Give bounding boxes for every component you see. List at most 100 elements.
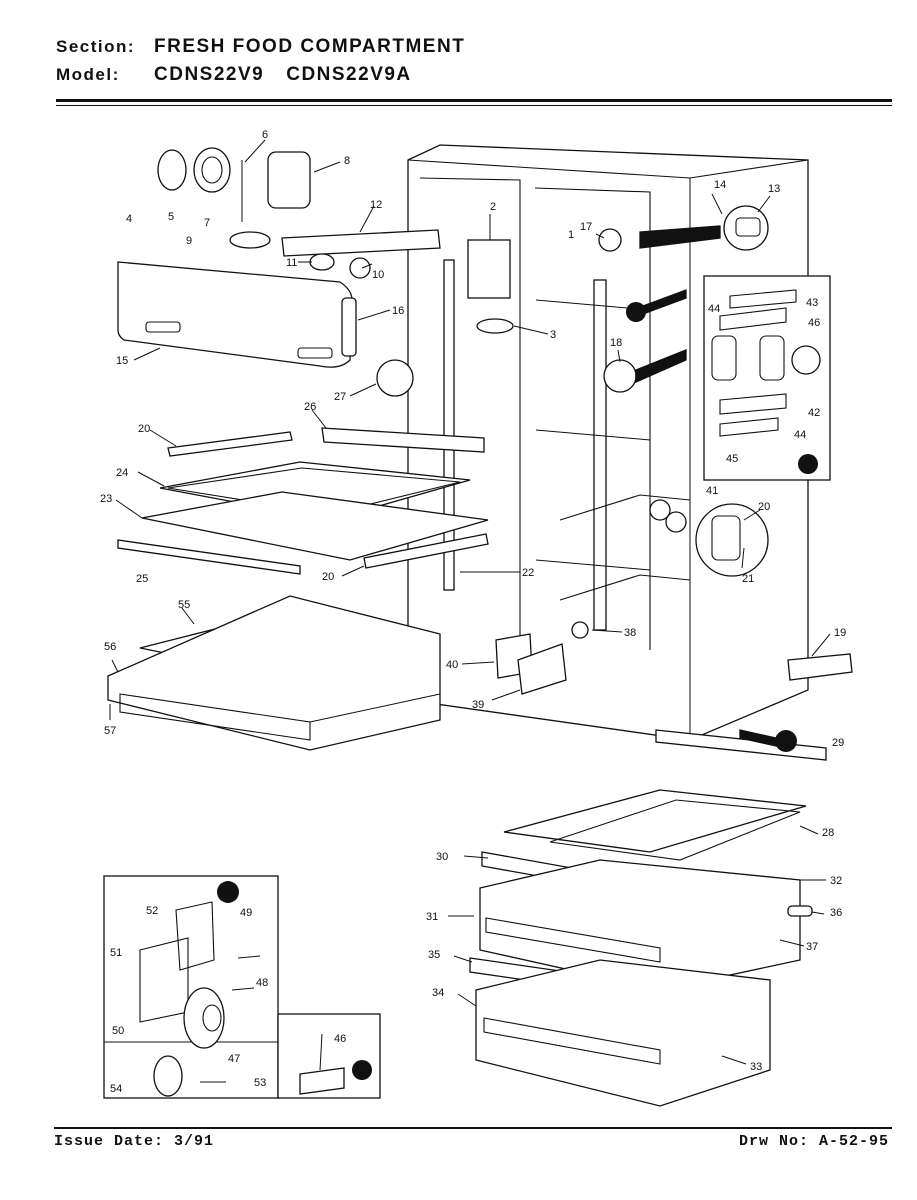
control-parts-drawing [157, 147, 441, 279]
callout-20b: 20 [322, 571, 334, 583]
socket-17-drawing [598, 228, 622, 252]
socket-18-drawing [603, 359, 637, 393]
bracket-40-drawing [517, 643, 567, 695]
control-housing-drawing [117, 261, 357, 368]
detail-markers: 2 2 1 1 1 [217, 302, 818, 1080]
callout-36: 35 [428, 949, 440, 961]
callout-8: 8 [344, 155, 350, 167]
callout-1: 1 [568, 229, 574, 241]
callout-12: 12 [370, 199, 382, 211]
pointer-1 [739, 729, 777, 747]
brace-19-drawing [787, 653, 853, 681]
callout-37: 36 [830, 907, 842, 919]
pointer-18 [635, 349, 687, 383]
issue-date: Issue Date: 3/91 [54, 1133, 215, 1150]
damper-drawing [476, 318, 514, 334]
callout-22: 21 [742, 573, 754, 585]
cam-drawing [723, 205, 769, 251]
callout-33: 32 [830, 875, 842, 887]
detail-21-drawing [695, 503, 769, 577]
callout-3: 3 [550, 329, 556, 341]
section-row: Section: FRESH FOOD COMPARTMENT [56, 36, 487, 58]
model-row: Model: CDNS22V9 CDNS22V9A [56, 64, 434, 86]
callout-15: 15 [116, 355, 128, 367]
section-label: Section: [56, 37, 136, 56]
callout-55: 53 [254, 1077, 266, 1089]
callout-38: 37 [806, 941, 818, 953]
callout-26: 25 [136, 573, 148, 585]
callout-23: 22 [522, 567, 534, 579]
callout-19: 19 [834, 627, 846, 639]
callout-6: 6 [262, 129, 268, 141]
callout-44b: 44 [794, 429, 806, 441]
callout-13: 13 [768, 183, 780, 195]
callout-58: 56 [104, 641, 116, 653]
model-label: Model: [56, 65, 120, 84]
callout-17: 17 [580, 221, 592, 233]
drawing-number: Drw No: A-52-95 [738, 1133, 889, 1150]
model-number-2: CDNS22V9A [286, 64, 412, 85]
detail-28-drawing [376, 359, 414, 397]
callout-49: 47 [228, 1053, 240, 1065]
callout-25: 24 [116, 467, 128, 479]
callout-45: 44 [708, 303, 720, 315]
callout-30: 29 [832, 737, 844, 749]
marker-1-box: 1 [224, 885, 231, 900]
section-title: FRESH FOOD COMPARTMENT [154, 36, 466, 57]
meat-pan-drawing [107, 595, 441, 751]
marker-2-detail: 2 [804, 457, 811, 472]
callout-9: 9 [186, 235, 192, 247]
callout-43: 42 [808, 407, 820, 419]
leader-lines [109, 139, 831, 1065]
header-rule-thick [56, 99, 892, 102]
shelf-assembly-drawing [117, 427, 489, 575]
callout-4: 4 [126, 213, 132, 225]
marker-1-cabinet: 1 [782, 734, 789, 749]
callout-10: 10 [372, 269, 384, 281]
marker-1-leveler: 1 [358, 1063, 365, 1078]
callout-50: 48 [256, 977, 268, 989]
callout-40: 39 [472, 699, 484, 711]
callout-46: 45 [726, 453, 738, 465]
callout-28: 27 [334, 391, 346, 403]
callout-5: 5 [168, 211, 174, 223]
callout-21: 20 [758, 501, 770, 513]
roller-42-drawing [649, 499, 687, 533]
callout-42: 41 [706, 485, 718, 497]
callout-51: 49 [240, 907, 252, 919]
crisper-pans-drawing [469, 729, 827, 1107]
callout-27: 26 [304, 401, 316, 413]
callout-2: 2 [490, 201, 496, 213]
callout-29: 28 [822, 827, 834, 839]
callout-57: 55 [178, 599, 190, 611]
marker-2-cabinet: 2 [632, 305, 639, 320]
callout-54: 52 [146, 905, 158, 917]
detail-1-box [103, 875, 381, 1099]
callout-34: 33 [750, 1061, 762, 1073]
screw-39-drawing [571, 621, 589, 639]
callout-48: 46 [334, 1033, 346, 1045]
detail-2-box [703, 275, 831, 481]
callout-59: 57 [104, 725, 116, 737]
callout-56: 54 [110, 1083, 122, 1095]
callout-47: 46 [808, 317, 820, 329]
callout-31: 30 [436, 851, 448, 863]
pointer-14 [639, 225, 721, 249]
exploded-parts-diagram: 6 8 4 5 7 9 12 11 10 16 15 2 3 17 1 18 1… [100, 129, 853, 1107]
callout-16: 16 [392, 305, 404, 317]
callout-35: 34 [432, 987, 444, 999]
callout-7: 7 [204, 217, 210, 229]
model-number-1: CDNS22V9 [154, 64, 265, 85]
callout-14: 14 [714, 179, 726, 191]
callout-11: 11 [286, 257, 297, 269]
callout-labels: 6 8 4 5 7 9 12 11 10 16 15 2 3 17 1 18 1… [100, 129, 846, 1095]
callout-18: 18 [610, 337, 622, 349]
callout-24: 23 [100, 493, 112, 505]
callout-41: 40 [446, 659, 458, 671]
thermostat-drawing [467, 239, 511, 299]
callout-44a: 43 [806, 297, 818, 309]
callout-32: 31 [426, 911, 438, 923]
callout-39: 38 [624, 627, 636, 639]
callout-52: 50 [112, 1025, 124, 1037]
callout-53: 51 [110, 947, 122, 959]
